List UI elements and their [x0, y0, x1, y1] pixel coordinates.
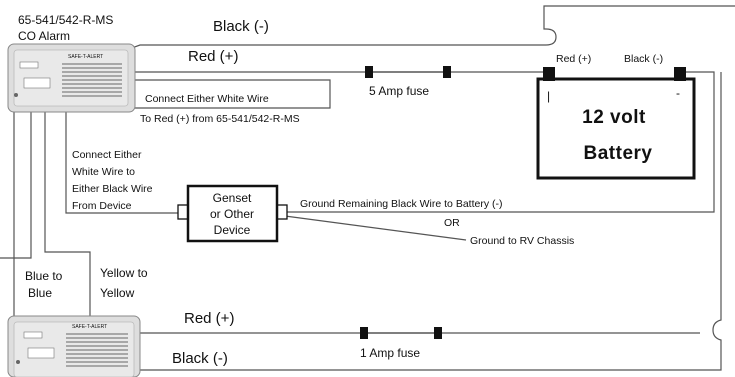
- label-red-top: Red (+): [188, 48, 238, 65]
- device-line-2: or Other: [210, 207, 254, 221]
- device-line-3: Device: [214, 223, 251, 237]
- battery-title-line1: 12 volt: [582, 107, 646, 128]
- note-yellow-2: Yellow: [100, 286, 135, 300]
- note-connect-black-3: Either Black Wire: [72, 183, 153, 195]
- battery-title-line2: Battery: [584, 143, 653, 164]
- wire-red-top-b: [451, 71, 547, 80]
- wire-blue: [0, 110, 32, 259]
- label-fuse-top: 5 Amp fuse: [369, 84, 429, 98]
- alarm-type-label: CO Alarm: [18, 29, 70, 43]
- battery-negative-terminal: [674, 67, 686, 81]
- note-blue-2: Blue: [28, 286, 52, 300]
- battery: Red (+) Black (-) | - 12 volt Battery: [536, 53, 696, 180]
- co-alarm-bottom: SAFE-T-ALERT: [7, 315, 141, 377]
- label-black-top: Black (-): [213, 18, 269, 35]
- note-connect-white-1: Connect Either White Wire: [145, 93, 269, 105]
- battery-neg-label: Black (-): [624, 53, 663, 65]
- note-ground-black: Ground Remaining Black Wire to Battery (…: [300, 198, 502, 210]
- wire-yellow: [44, 110, 91, 318]
- note-connect-black-4: From Device: [72, 200, 132, 212]
- co-alarm-top: SAFE-T-ALERT: [7, 43, 136, 113]
- note-yellow-1: Yellow to: [100, 266, 148, 280]
- wire-white-loop: [135, 79, 331, 109]
- alarm-model-label: 65-541/542-R-MS: [18, 13, 113, 27]
- note-or: OR: [444, 217, 460, 229]
- fuse-bottom: [360, 327, 442, 339]
- genset-device: Genset or Other Device: [177, 184, 288, 243]
- battery-pos-label: Red (+): [556, 53, 591, 65]
- battery-positive-terminal: [543, 67, 555, 81]
- wire-black-top: [117, 5, 735, 54]
- battery-neg-symbol: -: [676, 86, 680, 100]
- alarm-brand-top: SAFE-T-ALERT: [68, 54, 103, 60]
- label-black-bottom: Black (-): [172, 350, 228, 367]
- alarm-brand-bottom: SAFE-T-ALERT: [72, 324, 107, 330]
- wire-right-border: [140, 72, 722, 371]
- label-red-bottom: Red (+): [184, 310, 234, 327]
- note-blue-1: Blue to: [25, 269, 63, 283]
- fuse-top: [365, 66, 451, 78]
- battery-pos-symbol: |: [547, 89, 550, 103]
- label-fuse-bottom: 1 Amp fuse: [360, 346, 420, 360]
- wire-ground-chassis: [284, 215, 467, 241]
- note-ground-chassis: Ground to RV Chassis: [470, 235, 574, 247]
- wire-device-black: [65, 110, 178, 214]
- note-connect-black-1: Connect Either: [72, 149, 142, 161]
- note-connect-black-2: White Wire to: [72, 166, 135, 178]
- device-line-1: Genset: [213, 191, 252, 205]
- note-connect-white-2: To Red (+) from 65-541/542-R-MS: [140, 113, 300, 125]
